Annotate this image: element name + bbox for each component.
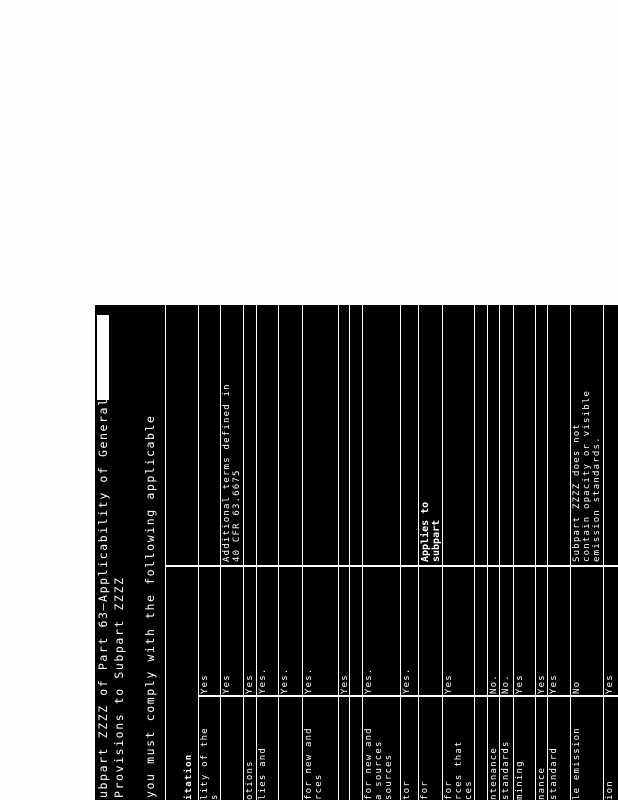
- table-row: tor Yes.: [400, 305, 418, 800]
- table-row: Yes: [338, 305, 350, 800]
- cell-explanation: Applies to subpart: [420, 501, 442, 562]
- cell-citation: ion: [605, 780, 615, 800]
- cell-citation: tor: [402, 780, 412, 800]
- cell-applies: Yes.: [280, 667, 290, 694]
- cell-applies: Yes: [537, 674, 547, 694]
- cell-applies: Yes: [444, 674, 454, 694]
- cell-explanation: Additional terms defined in 40 CFR 63.66…: [222, 383, 242, 562]
- cell-citation: otions: [245, 760, 255, 800]
- table-row: for rces that ces Yes: [442, 305, 474, 800]
- table-row: ntenance No.: [487, 305, 499, 800]
- scanned-table-rotated: ubpart ZZZZ of Part 63—Applicability of …: [95, 305, 618, 800]
- table-row: Yes.: [278, 305, 302, 800]
- cell-explanation: Subpart ZZZZ does not contain opacity or…: [572, 389, 602, 562]
- header-citation: itation: [184, 753, 194, 800]
- table-row: Yes Additional terms defined in 40 CFR 63…: [220, 305, 243, 800]
- cell-citation: for new and a sources sources: [364, 727, 394, 800]
- cell-citation: nance: [537, 766, 547, 800]
- cell-applies: Yes: [515, 674, 525, 694]
- table-row: standard Yes: [547, 305, 570, 800]
- cell-applies: No.: [489, 674, 499, 694]
- cell-citation: standard: [549, 747, 559, 800]
- table-title-line-2: Provisions to Subpart ZZZZ: [112, 576, 126, 798]
- cell-citation: for new and rces: [304, 727, 324, 800]
- table-row: otions Yes: [243, 305, 256, 800]
- cell-citation: le emission: [572, 727, 582, 800]
- cell-applies: No.: [501, 674, 511, 694]
- table-row: [474, 305, 487, 800]
- cell-applies: Yes: [200, 674, 210, 694]
- table-row: ion Yes: [603, 305, 618, 800]
- cell-applies: Yes.: [258, 667, 268, 694]
- table-row: for new and rces Yes.: [302, 305, 338, 800]
- cell-applies: Yes.: [402, 667, 412, 694]
- table-row: for Applies to subpart: [418, 305, 442, 800]
- cell-applies: Yes: [245, 674, 255, 694]
- table-row: standards No.: [499, 305, 513, 800]
- cell-applies: Yes.: [304, 667, 314, 694]
- cell-applies: Yes.: [364, 667, 374, 694]
- header-row: itation: [165, 305, 198, 800]
- table-title-line-1: ubpart ZZZZ of Part 63—Applicability of …: [96, 397, 110, 798]
- redaction-box: [97, 315, 109, 400]
- cell-citation: mining: [515, 760, 525, 800]
- cell-citation: lies and: [258, 747, 268, 800]
- intro-text: you must comply with the following appli…: [143, 414, 157, 798]
- cell-citation: standards: [501, 740, 511, 800]
- column-divider-2: [165, 565, 618, 567]
- cell-citation: for: [420, 780, 430, 800]
- table-row: nance Yes: [535, 305, 547, 800]
- table-row: lies and Yes.: [256, 305, 278, 800]
- table-row: mining Yes: [513, 305, 535, 800]
- cell-applies: No: [572, 680, 582, 694]
- cell-applies: Yes: [222, 674, 232, 694]
- table-row: le emission No Subpart ZZZZ does not conta…: [570, 305, 603, 800]
- column-divider-1: [198, 695, 618, 697]
- table-row: for new and a sources sources Yes.: [362, 305, 400, 800]
- cell-citation: lity of the s: [200, 727, 220, 800]
- table-row: lity of the s Yes: [198, 305, 220, 800]
- cell-applies: Yes: [605, 674, 615, 694]
- cell-citation: for rces that ces: [444, 740, 474, 800]
- cell-citation: ntenance: [489, 747, 499, 800]
- table-row: [349, 305, 362, 800]
- cell-applies: Yes: [549, 674, 559, 694]
